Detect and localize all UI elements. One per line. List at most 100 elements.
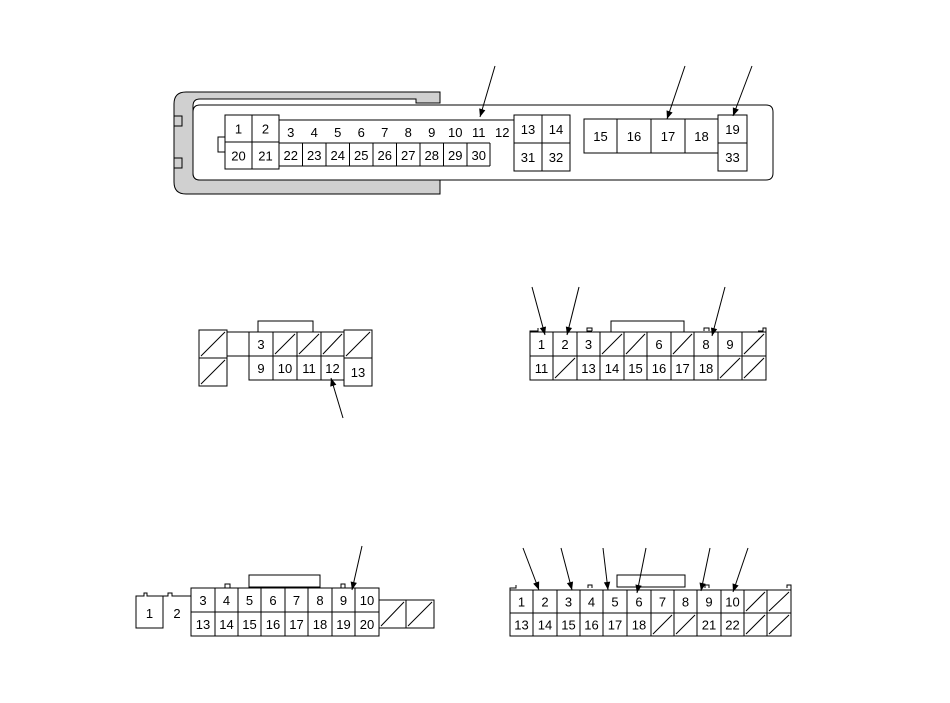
pin-label: 3 [585, 337, 592, 352]
callout-arrow [350, 545, 363, 591]
pin-cavity [717, 142, 748, 172]
pin-label: 5 [246, 593, 253, 608]
pin-label: 18 [699, 361, 713, 376]
pin-label: 12 [495, 125, 509, 140]
arrowhead [566, 581, 574, 590]
pin-label: 23 [307, 148, 321, 163]
pin-label: 8 [316, 593, 323, 608]
pin-label: 1 [538, 337, 545, 352]
latch-tab [174, 115, 183, 127]
latch-tab [174, 157, 183, 169]
pin-label: 10 [278, 361, 292, 376]
pin-label: 5 [611, 595, 618, 610]
pin-label: 7 [659, 595, 666, 610]
pin-label: 15 [593, 129, 607, 144]
blank-slash [652, 614, 673, 635]
pin-label: 10 [725, 595, 739, 610]
arrowhead [732, 107, 739, 116]
pin-label: 4 [223, 593, 230, 608]
pin-label: 13 [196, 617, 210, 632]
callout-arrow [565, 286, 580, 336]
top-latch [248, 574, 321, 588]
pin-label: 8 [702, 337, 709, 352]
pin-label: 20 [231, 149, 245, 164]
callout-arrow [602, 547, 611, 591]
pin-label: 16 [627, 129, 641, 144]
unused-cavity [766, 612, 792, 637]
pin-label: 14 [538, 618, 552, 633]
blank-slash [407, 601, 433, 627]
arrowhead [699, 582, 706, 591]
blank-slash [768, 591, 790, 612]
blank-slash [675, 614, 696, 635]
housing-edge [509, 584, 792, 636]
pin-cavity [251, 141, 280, 170]
pin-label: 30 [472, 148, 486, 163]
blank-slash [719, 357, 741, 379]
callout-arrow [635, 547, 647, 594]
pin-label: 8 [682, 595, 689, 610]
callout-line [566, 286, 580, 336]
pin-label: 1 [146, 606, 153, 621]
pin-label: 8 [405, 125, 412, 140]
arrowhead [710, 327, 718, 336]
pin-label: 11 [472, 125, 486, 140]
blank-slash [768, 614, 790, 635]
pin-label: 10 [360, 593, 374, 608]
pin-label: 3 [565, 595, 572, 610]
callout-arrow [479, 65, 496, 118]
top-latch [616, 574, 686, 588]
pin-label: 15 [561, 618, 575, 633]
pin-label: 18 [694, 129, 708, 144]
callout-arrow [522, 547, 540, 591]
callout-arrow [330, 377, 344, 419]
pin-label: 11 [535, 361, 549, 376]
pin-label: 14 [549, 122, 563, 137]
pin-label: 19 [336, 617, 350, 632]
blank-slash [298, 333, 320, 355]
callout-arrow [531, 286, 546, 336]
pin-label: 9 [340, 593, 347, 608]
pin-row-lines [279, 119, 514, 167]
blank-slash [200, 359, 226, 385]
pin-label: 16 [266, 617, 280, 632]
arrowhead [350, 581, 357, 590]
blank-slash [601, 333, 623, 355]
pin-label: 2 [173, 606, 180, 621]
blank-slash [200, 331, 226, 357]
pin-label: 26 [378, 148, 392, 163]
pin-label: 6 [269, 593, 276, 608]
pin-label: 9 [705, 595, 712, 610]
pin-label: 21 [258, 149, 272, 164]
callout-line [732, 65, 753, 117]
pin-label: 24 [331, 148, 345, 163]
housing-edge [529, 327, 767, 380]
pin-label: 6 [655, 337, 662, 352]
pin-label: 32 [549, 150, 563, 165]
callout-line [531, 286, 546, 336]
blank-slash [380, 601, 405, 627]
arrowhead [565, 326, 573, 335]
blank-slash [743, 333, 765, 355]
pin-label: 5 [334, 125, 341, 140]
pin-label: 11 [302, 361, 316, 376]
pin-label: 1 [518, 595, 525, 610]
arrowhead [732, 583, 739, 592]
arrowhead [330, 378, 337, 387]
pin-label: 14 [605, 361, 619, 376]
blank-slash [672, 333, 693, 355]
arrowhead [603, 581, 611, 590]
blank-slash [625, 333, 646, 355]
pin-label: 3 [199, 593, 206, 608]
unused-cavity [741, 355, 767, 381]
arrowhead [635, 584, 642, 593]
pin-label: 17 [608, 618, 622, 633]
pin-label: 13 [581, 361, 595, 376]
pin-label: 13 [351, 365, 365, 380]
pin-label: 17 [675, 361, 689, 376]
pin-label: 1 [235, 122, 242, 137]
